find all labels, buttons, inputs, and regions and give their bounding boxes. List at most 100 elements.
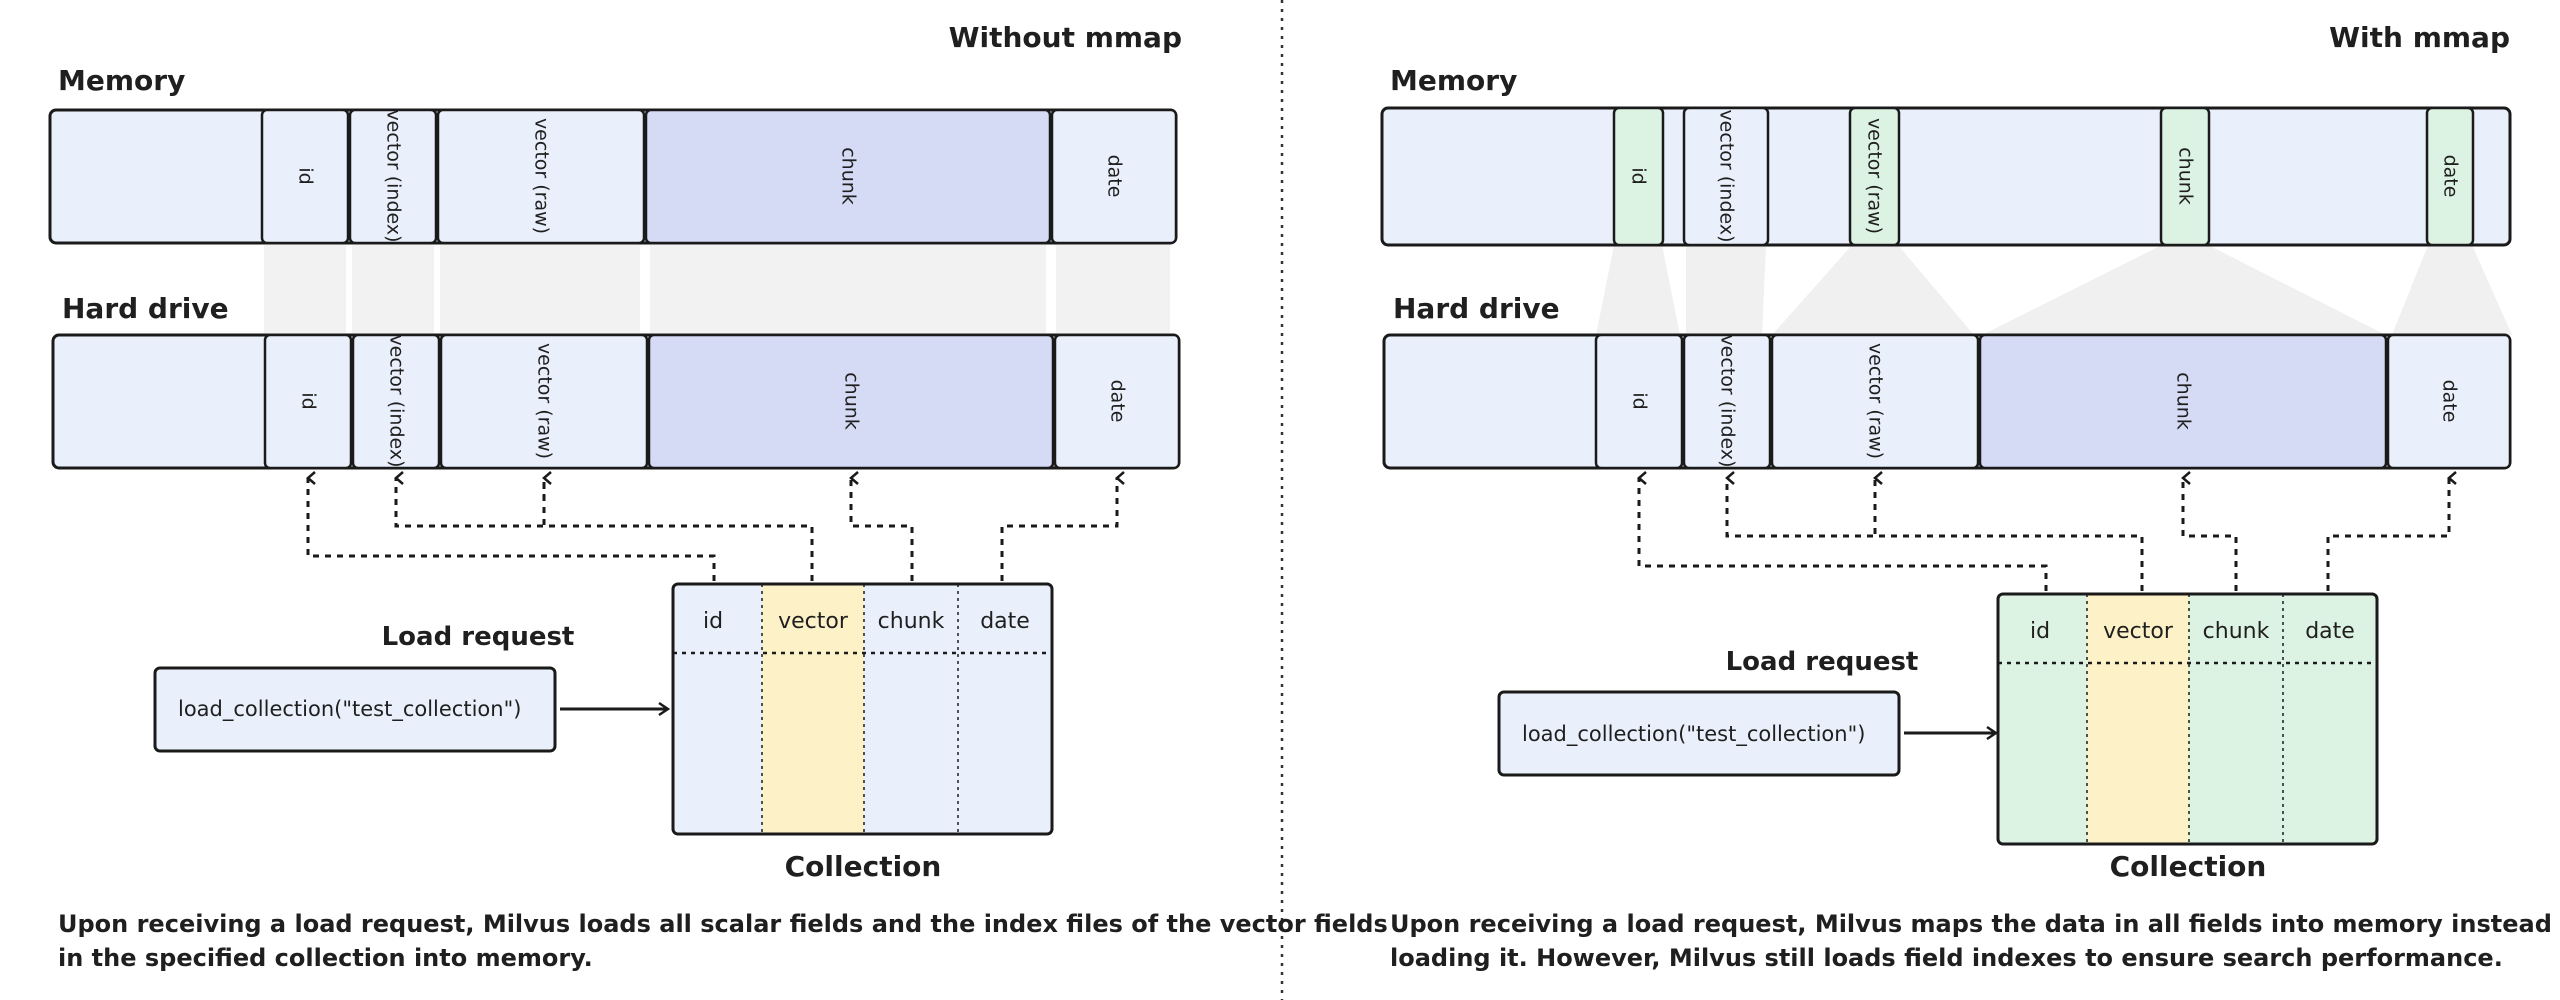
right-drive-segment-vector-raw [1770,333,1980,470]
left-memory-segment-chunk [644,108,1052,245]
left-drive-segment-date [1053,333,1181,470]
left-collection-table: id vector chunk date [671,582,1054,836]
left-collection-header-id: id [703,609,723,634]
right-memory-segments: id vector (index) vector (raw) chunk dat… [1612,106,2475,247]
left-memory-segment-id [260,108,350,245]
right-load-request-label: Load request [1726,647,1919,677]
right-connector-vector-index [1725,471,2144,591]
right-collection-col-id [1998,594,2087,844]
left-caption-line2: in the specified collection into memory. [58,944,593,972]
right-drive-label-vector-raw: vector (raw) [1865,343,1887,459]
right-memory-label-chunk: chunk [2175,147,2197,205]
right-memory-label-vector-index: vector (index) [1716,109,1738,242]
left-panel: Without mmap Memory Hard drive id vector… [48,21,1388,972]
left-drive-label-date: date [1107,380,1129,423]
left-drive-segment-chunk [647,333,1055,470]
left-memory-label-vector-index: vector (index) [383,109,405,242]
right-drive-segments: id vector (index) vector (raw) chunk dat… [1594,333,2512,470]
left-collection-label: Collection [785,850,942,883]
left-memory-label-date: date [1104,155,1126,198]
right-collection-label: Collection [2110,850,2267,883]
left-load-call-text: load_collection("test_collection") [178,697,521,722]
right-memory-segment-date [2425,106,2475,247]
right-dashed-connectors [1637,471,2457,591]
left-drive-label-chunk: chunk [841,372,863,430]
left-connector-id [306,471,716,581]
left-memory-segment-vector-raw [436,108,646,245]
right-memory-label-vector-raw: vector (raw) [1864,118,1886,234]
left-drive-segments: id vector (index) vector (raw) chunk dat… [263,333,1181,470]
right-memory-label-id: id [1628,167,1650,184]
right-drive-label-chunk: chunk [2173,372,2195,430]
left-connector-chunk [849,471,914,581]
left-collection-col-chunk [864,584,958,834]
left-memory-label-id: id [295,167,317,184]
right-collection-header-vector: vector [2103,619,2174,644]
left-drive-segment-id [263,333,353,470]
right-connector-vector-raw [1873,471,2144,591]
right-collection-col-vector [2087,594,2189,844]
left-collection-header-chunk: chunk [878,609,945,634]
left-caption-line1: Upon receiving a load request, Milvus lo… [58,910,1388,938]
right-drive-segment-id [1594,333,1684,470]
left-drive-segment-vector-index [351,333,441,470]
right-connector-chunk [2181,471,2238,591]
right-collection-header-date: date [2305,619,2355,644]
left-connector-vector-raw [542,478,814,581]
right-load-call-text: load_collection("test_collection") [1522,722,1865,747]
right-drive-label-date: date [2439,380,2461,423]
left-load-call-box [153,666,557,753]
left-memory-label-vector-raw: vector (raw) [531,118,553,234]
right-memory-segment-vector-raw [1848,106,1901,247]
right-drive-segment-date [2386,333,2512,470]
left-drive-label-vector-raw: vector (raw) [534,343,556,459]
left-memory-segments: id vector (index) vector (raw) chunk dat… [260,108,1178,245]
left-collection-col-id [673,584,762,834]
left-memory-label-chunk: chunk [838,147,860,205]
right-memory-segment-vector-index [1682,106,1770,247]
right-memory-segment-chunk [2159,106,2211,247]
left-connector-date [1000,471,1125,581]
left-dashed-connectors [306,471,1125,581]
right-mapping-bands [1596,245,2512,335]
right-collection-header-chunk: chunk [2203,619,2270,644]
right-connector-id [1637,471,2048,591]
right-drive-label-vector-index: vector (index) [1717,334,1739,467]
right-drive-segment-chunk [1978,333,2388,470]
right-memory-segment-id [1612,106,1665,247]
left-collection-header-vector: vector [778,609,849,634]
left-drive-label-id: id [298,392,320,409]
left-hard-drive-label: Hard drive [62,292,229,325]
left-load-request-label: Load request [382,622,575,652]
right-heading: With mmap [2329,21,2510,54]
right-hard-drive-label: Hard drive [1393,292,1560,325]
left-drive-label-vector-index: vector (index) [386,334,408,467]
right-connector-date [2326,471,2457,591]
right-panel: With mmap Memory Hard drive id vector (i… [1380,21,2560,972]
left-collection-frame [671,582,1054,836]
right-memory-bar [1380,106,2512,247]
right-load-call-box [1497,690,1901,777]
right-caption-line2: loading it. However, Milvus still loads … [1390,944,2503,972]
left-connector-vector-index [394,471,814,581]
right-memory-label-date: date [2440,155,2462,198]
left-collection-header-date: date [980,609,1030,634]
right-drive-segment-vector-index [1682,333,1772,470]
left-memory-label: Memory [58,64,185,97]
left-heading: Without mmap [949,21,1182,54]
right-collection-table: id vector chunk date [1996,592,2379,846]
left-drive-segment-vector-raw [439,333,649,470]
left-memory-segment-date [1050,108,1178,245]
left-transfer-bands [264,245,1170,333]
right-drive-label-id: id [1629,392,1651,409]
left-collection-col-date [958,584,1052,834]
right-collection-col-chunk [2189,594,2283,844]
right-collection-frame [1996,592,2379,846]
left-memory-segment-vector-index [348,108,438,245]
right-caption-line1: Upon receiving a load request, Milvus ma… [1390,910,2560,938]
left-collection-col-vector [762,584,864,834]
right-memory-label: Memory [1390,64,1517,97]
right-collection-header-id: id [2030,619,2050,644]
